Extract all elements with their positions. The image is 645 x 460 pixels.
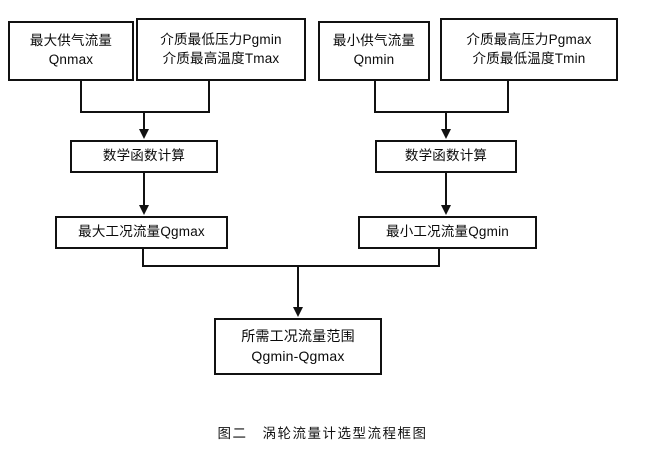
connector-min-supply-flow-drop bbox=[374, 81, 376, 113]
node-qgmax-result[interactable]: 最大工况流量Qgmax bbox=[55, 216, 228, 249]
arrowhead-qgmin bbox=[440, 205, 451, 215]
node-max-pressure-min-temp-line1: 介质最高压力Pgmax bbox=[466, 31, 592, 47]
node-max-supply-flow-line1: 最大供气流量 bbox=[29, 33, 113, 49]
node-qgmin-result[interactable]: 最小工况流量Qgmin bbox=[358, 216, 537, 249]
connector-bottom-merge-stem bbox=[297, 265, 299, 309]
connector-qgmin-drop bbox=[438, 249, 440, 267]
connector-qgmax-drop bbox=[142, 249, 144, 267]
node-min-supply-flow[interactable]: 最小供气流量 Qnmin bbox=[318, 21, 430, 81]
node-min-pressure-max-temp[interactable]: 介质最低压力Pgmin 介质最高温度Tmax bbox=[136, 18, 306, 81]
connector-right-merge-stem bbox=[445, 111, 447, 130]
node-min-supply-flow-line1: 最小供气流量 bbox=[332, 33, 416, 49]
node-qgmin-result-label: 最小工况流量Qgmin bbox=[386, 224, 509, 240]
arrowhead-right-merge bbox=[440, 129, 451, 139]
node-max-supply-flow-line2: Qnmax bbox=[48, 52, 94, 67]
node-final-range-line2: Qgmin-Qgmax bbox=[251, 347, 345, 364]
node-math-calc-right[interactable]: 数学函数计算 bbox=[375, 140, 517, 173]
node-final-range[interactable]: 所需工况流量范围 Qgmin-Qgmax bbox=[214, 318, 382, 375]
arrowhead-qgmax bbox=[138, 205, 149, 215]
node-qgmax-result-label: 最大工况流量Qgmax bbox=[78, 224, 205, 240]
node-math-calc-left[interactable]: 数学函数计算 bbox=[70, 140, 218, 173]
connector-left-merge-bar bbox=[80, 111, 210, 113]
node-math-calc-left-label: 数学函数计算 bbox=[102, 148, 186, 164]
connector-bottom-merge-bar bbox=[142, 265, 440, 267]
node-min-pressure-max-temp-line1: 介质最低压力Pgmin bbox=[160, 31, 282, 47]
node-math-calc-right-label: 数学函数计算 bbox=[404, 148, 488, 164]
node-min-supply-flow-line2: Qnmin bbox=[353, 52, 395, 67]
connector-min-pressure-max-temp-drop bbox=[208, 81, 210, 113]
node-final-range-line1: 所需工况流量范围 bbox=[241, 328, 355, 345]
arrowhead-left-merge bbox=[138, 129, 149, 139]
arrowhead-final-range bbox=[292, 307, 303, 317]
connector-max-pressure-min-temp-drop bbox=[507, 81, 509, 113]
node-max-pressure-min-temp-line2: 介质最低温度Tmin bbox=[472, 50, 586, 66]
node-min-pressure-max-temp-line2: 介质最高温度Tmax bbox=[162, 50, 280, 66]
node-max-supply-flow[interactable]: 最大供气流量 Qnmax bbox=[8, 21, 134, 81]
figure-caption: 图二 涡轮流量计选型流程框图 bbox=[217, 426, 428, 441]
node-max-pressure-min-temp[interactable]: 介质最高压力Pgmax 介质最低温度Tmin bbox=[440, 18, 618, 81]
connector-max-supply-flow-drop bbox=[80, 81, 82, 113]
connector-right-merge-bar bbox=[374, 111, 509, 113]
connector-calc-left-to-qgmax bbox=[143, 173, 145, 206]
connector-left-merge-stem bbox=[143, 111, 145, 130]
connector-calc-right-to-qgmin bbox=[445, 173, 447, 206]
